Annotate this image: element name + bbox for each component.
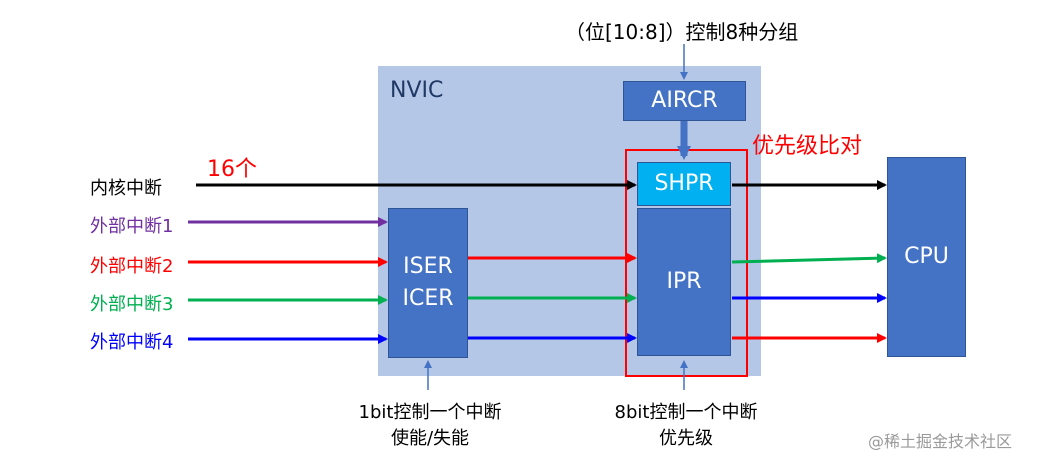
bottom-right-note-line2: 优先级	[659, 428, 713, 449]
nvic-label: NVIC	[390, 78, 444, 103]
input-label-ext2: 外部中断2	[90, 256, 174, 277]
bottom-right-note-line1: 8bit控制一个中断	[614, 402, 758, 423]
cpu-box: CPU	[887, 157, 966, 357]
aircr-box: AIRCR	[623, 81, 746, 121]
ipr-box: IPR	[637, 208, 731, 356]
icer-label: ICER	[402, 286, 454, 311]
input-label-ext4: 外部中断4	[90, 332, 174, 353]
watermark: @稀土掘金技术社区	[868, 432, 1013, 451]
bottom-left-note-line1: 1bit控制一个中断	[358, 402, 502, 423]
cpu-label: CPU	[904, 244, 949, 269]
input-label-ext1: 外部中断1	[90, 216, 174, 237]
ipr-label: IPR	[666, 269, 702, 294]
bottom-left-note-line2: 使能/失能	[390, 428, 470, 449]
iser-icer-box: ISER ICER	[388, 208, 468, 358]
input-label-core: 内核中断	[90, 178, 162, 199]
top-note: （位[10:8]）控制8种分组	[565, 20, 799, 44]
priority-compare-label: 优先级比对	[752, 134, 863, 159]
aircr-label: AIRCR	[651, 88, 718, 113]
shpr-box: SHPR	[637, 162, 731, 206]
shpr-label: SHPR	[654, 171, 714, 196]
input-label-ext3: 外部中断3	[90, 294, 174, 315]
arrow-ipr-to-cpu-green	[731, 253, 887, 264]
count-16-label: 16个	[207, 157, 257, 182]
iser-label: ISER	[403, 254, 453, 279]
